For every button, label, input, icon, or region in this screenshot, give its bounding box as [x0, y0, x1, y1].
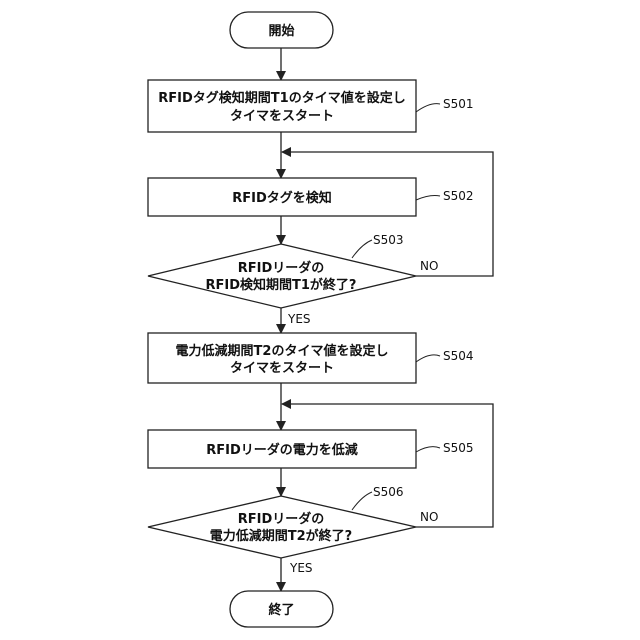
s504-line-2: タイマをスタート: [230, 361, 334, 376]
s502-line-1: RFIDタグを検知: [232, 190, 332, 206]
s503-line-2: RFID検知期間T1が終了?: [206, 277, 357, 293]
s502-leader: [416, 196, 440, 201]
process-s504: 電力低減期間T2のタイマ値を設定し タイマをスタート: [148, 333, 416, 383]
end-label: 終了: [268, 602, 294, 618]
s503-yes-label: YES: [287, 312, 311, 326]
process-s502: RFIDタグを検知: [148, 178, 416, 216]
process-s501: RFIDタグ検知期間T1のタイマ値を設定し タイマをスタート: [148, 80, 416, 132]
start-label: 開始: [268, 23, 294, 39]
s503-leader: [352, 240, 372, 258]
s504-leader: [416, 355, 440, 362]
s506-step-label: S506: [373, 485, 404, 499]
process-s505: RFIDリーダの電力を低減: [148, 430, 416, 468]
s506-line-2: 電力低減期間T2が終了?: [210, 528, 352, 544]
s501-line-1: RFIDタグ検知期間T1のタイマ値を設定し: [158, 90, 405, 106]
s505-step-label: S505: [443, 441, 474, 455]
s504-step-label: S504: [443, 349, 474, 363]
s501-line-2: タイマをスタート: [230, 109, 334, 124]
s503-no-label: NO: [420, 259, 438, 273]
s506-yes-label: YES: [289, 561, 313, 575]
s501-step-label: S501: [443, 97, 474, 111]
s503-step-label: S503: [373, 233, 404, 247]
s502-step-label: S502: [443, 189, 474, 203]
s506-leader: [352, 492, 372, 510]
s504-line-1: 電力低減期間T2のタイマ値を設定し: [176, 343, 389, 359]
s506-no-label: NO: [420, 510, 438, 524]
end-terminal: 終了: [230, 591, 333, 627]
s506-line-1: RFIDリーダの: [238, 511, 325, 527]
s501-leader: [416, 104, 440, 112]
decision-s506: RFIDリーダの 電力低減期間T2が終了?: [148, 496, 416, 558]
s505-line-1: RFIDリーダの電力を低減: [206, 442, 358, 458]
s503-line-1: RFIDリーダの: [238, 260, 325, 276]
decision-s503: RFIDリーダの RFID検知期間T1が終了?: [148, 244, 416, 308]
start-terminal: 開始: [230, 12, 333, 48]
s505-leader: [416, 447, 440, 452]
